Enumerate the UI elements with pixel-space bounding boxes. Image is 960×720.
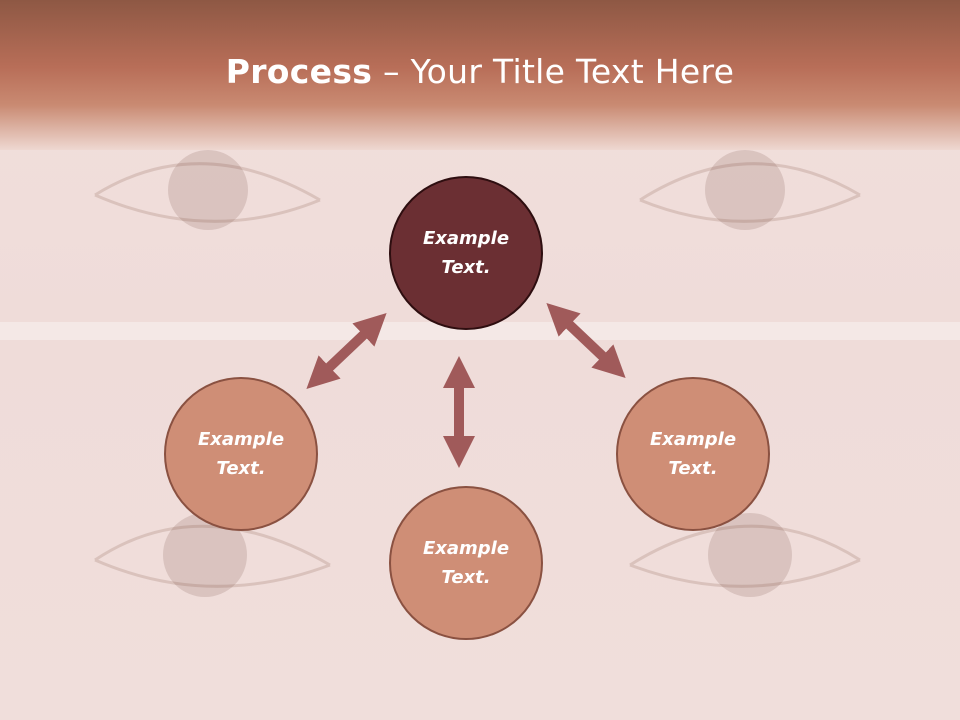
node-label: Example Text. [649,429,737,479]
process-node-bottom: Example Text. [389,486,543,640]
process-node-top: Example Text. [389,176,543,330]
title-bold: Process [225,52,373,91]
node-label: Example Text. [422,538,510,588]
double-arrow-icon [306,312,387,390]
process-node-right: Example Text. [616,377,770,531]
title-rest: – Your Title Text Here [372,52,735,91]
title-banner [0,0,960,150]
node-label: Example Text. [197,429,285,479]
double-arrow-icon [546,303,626,378]
node-label: Example Text. [422,228,510,278]
slide-title: Process – Your Title Text Here [0,52,960,91]
process-node-left: Example Text. [164,377,318,531]
